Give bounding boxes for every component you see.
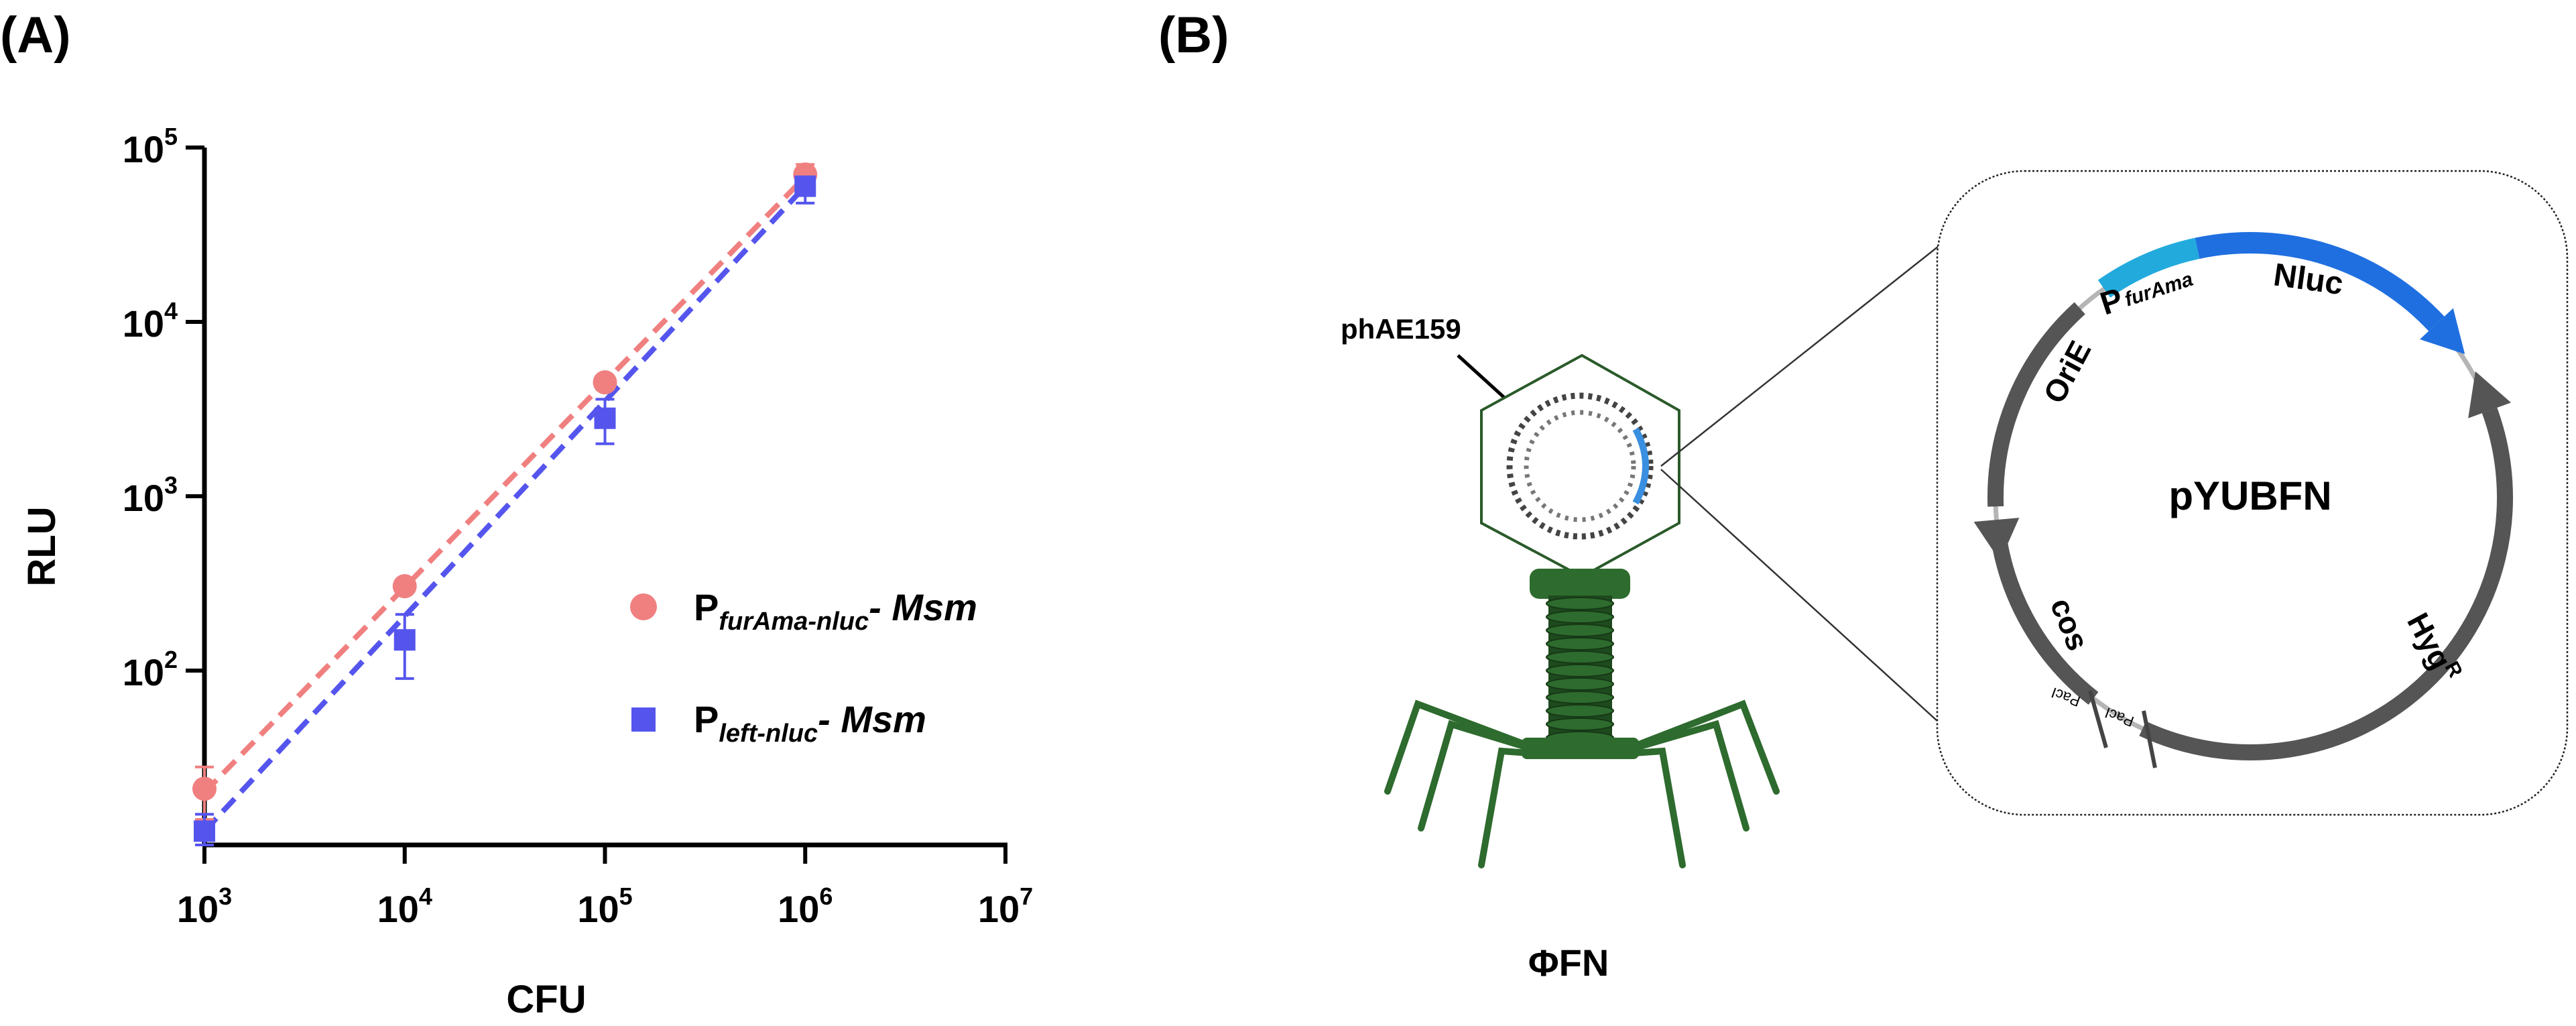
chart-axes: [186, 146, 1007, 864]
y-tick-label: 104: [123, 297, 178, 345]
plasmid-name: pYUBFN: [2168, 473, 2331, 518]
x-tick-label: 103: [177, 882, 232, 930]
data-point-circle: [392, 574, 417, 599]
tail-ring: [1546, 718, 1614, 731]
tick-labels: 103 104 105 106 107 102 103 104 105: [123, 123, 1033, 930]
plasmid-map: pYUBFN PfurAma Nluc OriE cos HygR PacI P…: [1936, 170, 2569, 816]
dna-reporter-segment: [1632, 427, 1649, 505]
y-tick-label: 102: [123, 646, 178, 693]
phage-collar: [1530, 569, 1630, 599]
zoom-line-top: [1660, 231, 1958, 467]
fit-line-1: [202, 184, 808, 834]
y-tick-label: 103: [123, 471, 178, 519]
nluc-arrowhead: [2420, 308, 2465, 355]
data-point-square: [194, 820, 215, 842]
legend: PfurAma-nluc- Msm Pleft-nluc- Msm: [630, 586, 977, 748]
panel-a-label: (A): [0, 7, 71, 64]
tail-ring: [1546, 664, 1614, 677]
dna-strand-outer: [1506, 392, 1654, 540]
hyg-arrowhead: [2468, 371, 2512, 418]
tail-fiber: [1478, 747, 1552, 868]
plasmid-features: [1973, 232, 2513, 760]
fit-lines: [202, 174, 808, 834]
y-tick-label: 105: [123, 123, 178, 170]
x-tick-label: 104: [377, 882, 432, 930]
nluc-arc: [2195, 232, 2445, 331]
dna-strand-inner: [1524, 410, 1636, 522]
x-tick-label: 105: [577, 882, 632, 930]
x-tick-label: 106: [778, 882, 833, 930]
legend-entry-furama: PfurAma-nluc- Msm: [630, 586, 977, 636]
tail-ring: [1546, 691, 1614, 704]
legend-marker-circle: [630, 593, 657, 620]
legend-label-furama: PfurAma-nluc- Msm: [694, 586, 977, 636]
tail-ring: [1546, 624, 1614, 637]
tail-fiber: [1626, 720, 1750, 832]
paci-site-1: [2088, 690, 2108, 748]
y-axis-label: RLU: [20, 506, 64, 586]
phage-name: ΦFN: [1528, 942, 1609, 984]
orie-arrowhead: [1973, 518, 2020, 561]
data-point-circle: [192, 777, 217, 801]
legend-entry-left: Pleft-nluc- Msm: [631, 698, 926, 748]
cos-arc: [1989, 532, 2099, 705]
phage-genome-label: phAE159: [1341, 313, 1461, 345]
data-point-circle: [593, 370, 617, 395]
label-pointer-line: [1457, 354, 1511, 404]
tail-ring: [1546, 704, 1614, 718]
hyg-arc: [2139, 407, 2513, 760]
tail-ring: [1546, 637, 1614, 650]
tail-ring: [1546, 650, 1614, 664]
rlu-vs-cfu-chart: 103 104 105 106 107 102 103 104 105 CFU RLU Pfur…: [20, 123, 1033, 1021]
legend-label-left: Pleft-nluc- Msm: [694, 698, 926, 748]
zoom-line-bottom: [1660, 469, 1938, 722]
promoter-arc: [2097, 237, 2200, 298]
data-points: [192, 162, 818, 842]
dna-helix: [1506, 392, 1654, 540]
panel-b-label: (B): [1158, 7, 1229, 64]
tail-fiber: [1636, 699, 1780, 795]
tail-fiber: [1418, 720, 1538, 832]
plasmid-zoom-box: [1936, 170, 2569, 816]
phage-illustration: phAE159 ΦFN: [1341, 231, 1958, 984]
data-point-square: [393, 629, 416, 651]
legend-marker-square: [631, 707, 656, 732]
tail-ring: [1546, 610, 1614, 624]
paci-site-2: [2142, 710, 2157, 768]
orie-arc: [1987, 302, 2085, 507]
tail-fibers: [1384, 699, 1780, 868]
data-point-square: [794, 175, 816, 197]
tail-fiber: [1384, 699, 1528, 795]
tail-ring: [1546, 677, 1614, 691]
x-axis-label: CFU: [506, 978, 586, 1021]
fit-line-0: [202, 174, 808, 795]
tail-rings: [1546, 597, 1614, 744]
tail-fiber: [1612, 747, 1686, 868]
phage-tail: [1546, 595, 1614, 744]
data-point-square: [594, 407, 616, 429]
x-tick-label: 107: [978, 882, 1033, 930]
tail-ring: [1546, 597, 1614, 610]
